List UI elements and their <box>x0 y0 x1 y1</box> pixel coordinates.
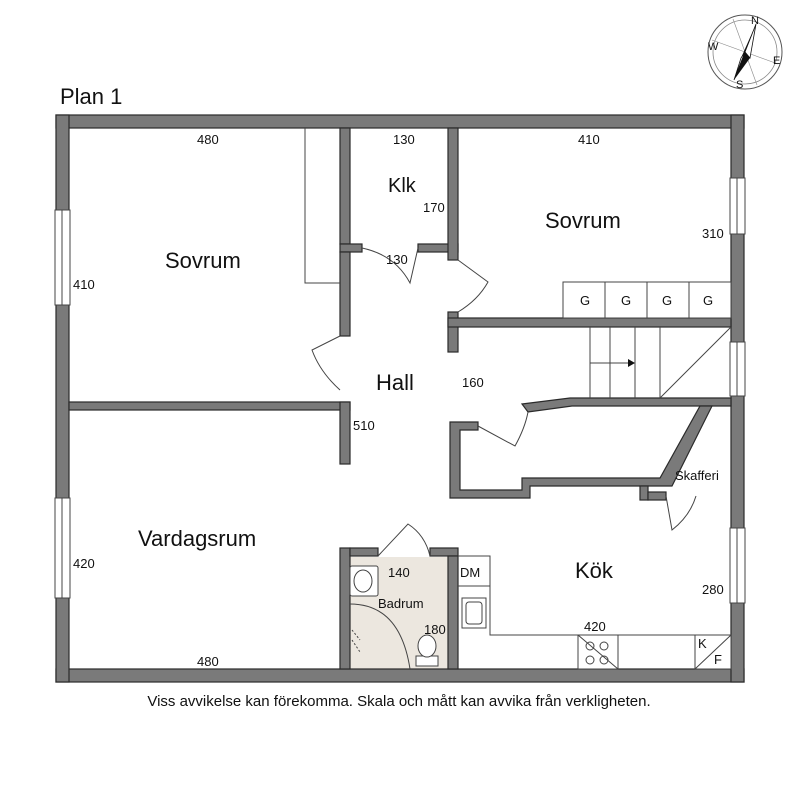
dim-klk-door: 130 <box>386 252 408 267</box>
dim-sovrum-left-depth: 410 <box>73 277 95 292</box>
wardrobe-label: G <box>662 293 672 308</box>
room-sovrum-left: Sovrum <box>165 248 241 273</box>
dim-sovrum-right-width: 410 <box>578 132 600 147</box>
compass-east: E <box>773 55 780 67</box>
dim-badrum-depth: 180 <box>424 622 446 637</box>
room-kok: Kök <box>575 558 614 583</box>
compass-icon: N E S W <box>707 14 783 91</box>
doors <box>311 247 697 557</box>
fridge-label: K <box>698 636 707 651</box>
dishwasher-label: DM <box>460 565 480 580</box>
room-skafferi: Skafferi <box>675 468 719 483</box>
dim-sovrum-right-depth: 310 <box>702 226 724 241</box>
dim-badrum-width: 140 <box>388 565 410 580</box>
room-hall: Hall <box>376 370 414 395</box>
wardrobe-row: G G G G <box>562 281 732 319</box>
wardrobe-label: G <box>703 293 713 308</box>
wardrobe-label: G <box>580 293 590 308</box>
compass-west: W <box>708 41 719 53</box>
dim-vardagsrum-depth: 420 <box>73 556 95 571</box>
compass-south: S <box>736 79 743 91</box>
room-vardagsrum: Vardagsrum <box>138 526 256 551</box>
dim-klk-depth: 170 <box>423 200 445 215</box>
freezer-label: F <box>714 652 722 667</box>
room-klk: Klk <box>388 175 417 197</box>
windows <box>54 177 746 604</box>
dim-vardagsrum-width: 480 <box>197 654 219 669</box>
interior-walls <box>68 127 732 670</box>
bathroom-fixtures <box>349 565 439 670</box>
dim-kok-width: 420 <box>584 619 606 634</box>
kitchen-counter: DM K F <box>458 555 732 670</box>
disclaimer-text: Viss avvikelse kan förekomma. Skala och … <box>147 693 651 710</box>
dim-hall-width: 160 <box>462 375 484 390</box>
dim-hall-depth: 510 <box>353 418 375 433</box>
dim-sovrum-left-width: 480 <box>197 132 219 147</box>
floor-plan: N E S W <box>54 14 783 683</box>
compass-north: N <box>751 15 759 27</box>
wardrobe-label: G <box>621 293 631 308</box>
room-sovrum-right: Sovrum <box>545 208 621 233</box>
staircase <box>589 326 732 399</box>
dim-kok-depth: 280 <box>702 582 724 597</box>
room-badrum: Badrum <box>378 596 424 611</box>
dim-klk-width: 130 <box>393 132 415 147</box>
plan-title: Plan 1 <box>60 84 123 109</box>
